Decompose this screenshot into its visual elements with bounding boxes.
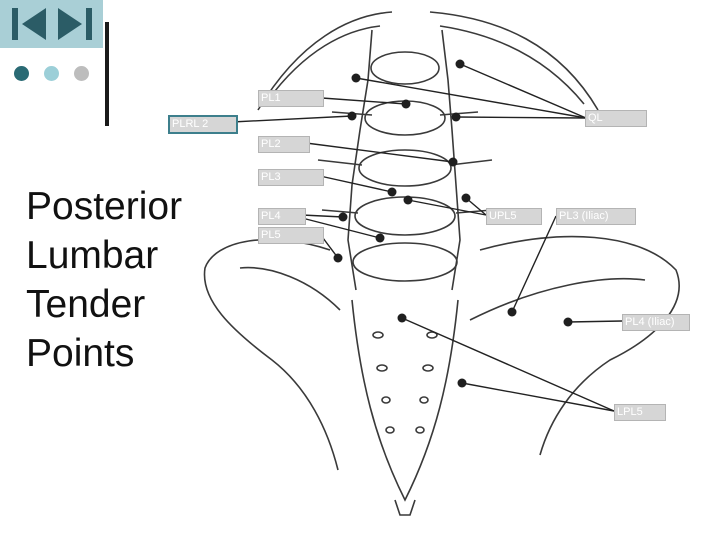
leader-upl5-a <box>407 199 487 216</box>
label-pl4: PL4 <box>258 208 306 225</box>
leader-lines <box>231 63 623 412</box>
slide-title: Posterior Lumbar Tender Points <box>26 182 206 378</box>
nav-dot <box>44 66 59 81</box>
slide-title-line: Points <box>26 332 135 375</box>
label-pl3-iliac: PL3 (Iliac) <box>556 208 636 225</box>
left-rib-inner <box>267 25 381 101</box>
left-ilium-inner <box>239 266 341 311</box>
spine-left-edge <box>347 29 373 291</box>
leader-ql-a <box>459 63 587 119</box>
tender-point-dot <box>457 378 467 388</box>
right-ilium <box>479 235 680 456</box>
sacral-foramen <box>385 426 395 434</box>
leader-pl4 <box>301 214 344 218</box>
label-upl5: UPL5 <box>486 208 542 225</box>
right-ilium-inner <box>469 278 646 321</box>
tender-point-dot <box>347 111 357 121</box>
tender-point-dot <box>563 317 573 327</box>
transverse-left <box>317 111 373 214</box>
leader-pl3 <box>319 175 393 193</box>
nav-dot <box>74 66 89 81</box>
leader-ql-c <box>455 116 587 119</box>
left-ilium <box>203 238 339 471</box>
tender-point-dot <box>401 99 411 109</box>
leader-lpl5-b <box>461 382 615 412</box>
sacral-foramen <box>372 331 384 339</box>
sacral-foramen <box>376 364 388 372</box>
sacral-foramen <box>381 396 391 404</box>
tender-point-markers <box>333 59 573 388</box>
sacrum <box>351 299 459 502</box>
tender-point-dot <box>338 212 348 222</box>
right-rib <box>429 11 599 111</box>
label-pl5: PL5 <box>258 227 324 244</box>
slide-title-line: Tender <box>26 283 146 326</box>
sacral-foramen <box>426 331 438 339</box>
vertebra-l5 <box>352 242 458 282</box>
leader-plrl2 <box>231 115 353 123</box>
tender-point-dot <box>461 193 471 203</box>
label-pl1: PL1 <box>258 90 324 107</box>
right-rib-inner <box>439 25 585 105</box>
left-rib <box>257 11 393 111</box>
leader-pl1 <box>321 97 407 105</box>
sacral-foramen <box>415 426 425 434</box>
leader-pl3iliac <box>511 215 557 313</box>
label-pl2: PL2 <box>258 136 310 153</box>
label-lpl5: LPL5 <box>614 404 666 421</box>
label-pl4-iliac: PL4 (Iliac) <box>622 314 690 331</box>
label-ql: QL <box>585 110 647 127</box>
leader-pl4-b <box>301 217 381 239</box>
leader-lpl5-a <box>401 317 615 412</box>
tender-point-dot <box>351 73 361 83</box>
spine-right-edge <box>441 29 461 291</box>
previous-arrow-icon[interactable] <box>10 6 50 42</box>
tender-point-dot <box>507 307 517 317</box>
skeleton-outline <box>203 11 680 516</box>
leader-pl4iliac <box>567 320 623 323</box>
leader-pl2 <box>305 142 454 163</box>
tender-point-dot <box>455 59 465 69</box>
tender-point-dot <box>451 112 461 122</box>
sacral-foramen <box>422 364 434 372</box>
title-divider <box>105 22 109 126</box>
label-plrl2: PLRL 2 <box>168 115 238 134</box>
tender-point-dot <box>448 157 458 167</box>
slide-title-line: Lumbar <box>26 234 159 277</box>
tender-point-dot <box>333 253 343 263</box>
tender-point-dot <box>387 187 397 197</box>
nav-box <box>0 0 103 48</box>
coccyx <box>394 499 416 516</box>
leader-ql-b <box>355 77 587 119</box>
slide-title-line: Posterior <box>26 185 183 228</box>
nav-dot <box>14 66 29 81</box>
vertebra-l3 <box>358 149 452 187</box>
next-arrow-icon[interactable] <box>54 6 94 42</box>
tender-point-dot <box>403 195 413 205</box>
tender-point-dot <box>397 313 407 323</box>
tender-point-dot <box>375 233 385 243</box>
label-pl3: PL3 <box>258 169 324 186</box>
vertebra-l1 <box>370 51 440 85</box>
sacral-foramen <box>419 396 429 404</box>
